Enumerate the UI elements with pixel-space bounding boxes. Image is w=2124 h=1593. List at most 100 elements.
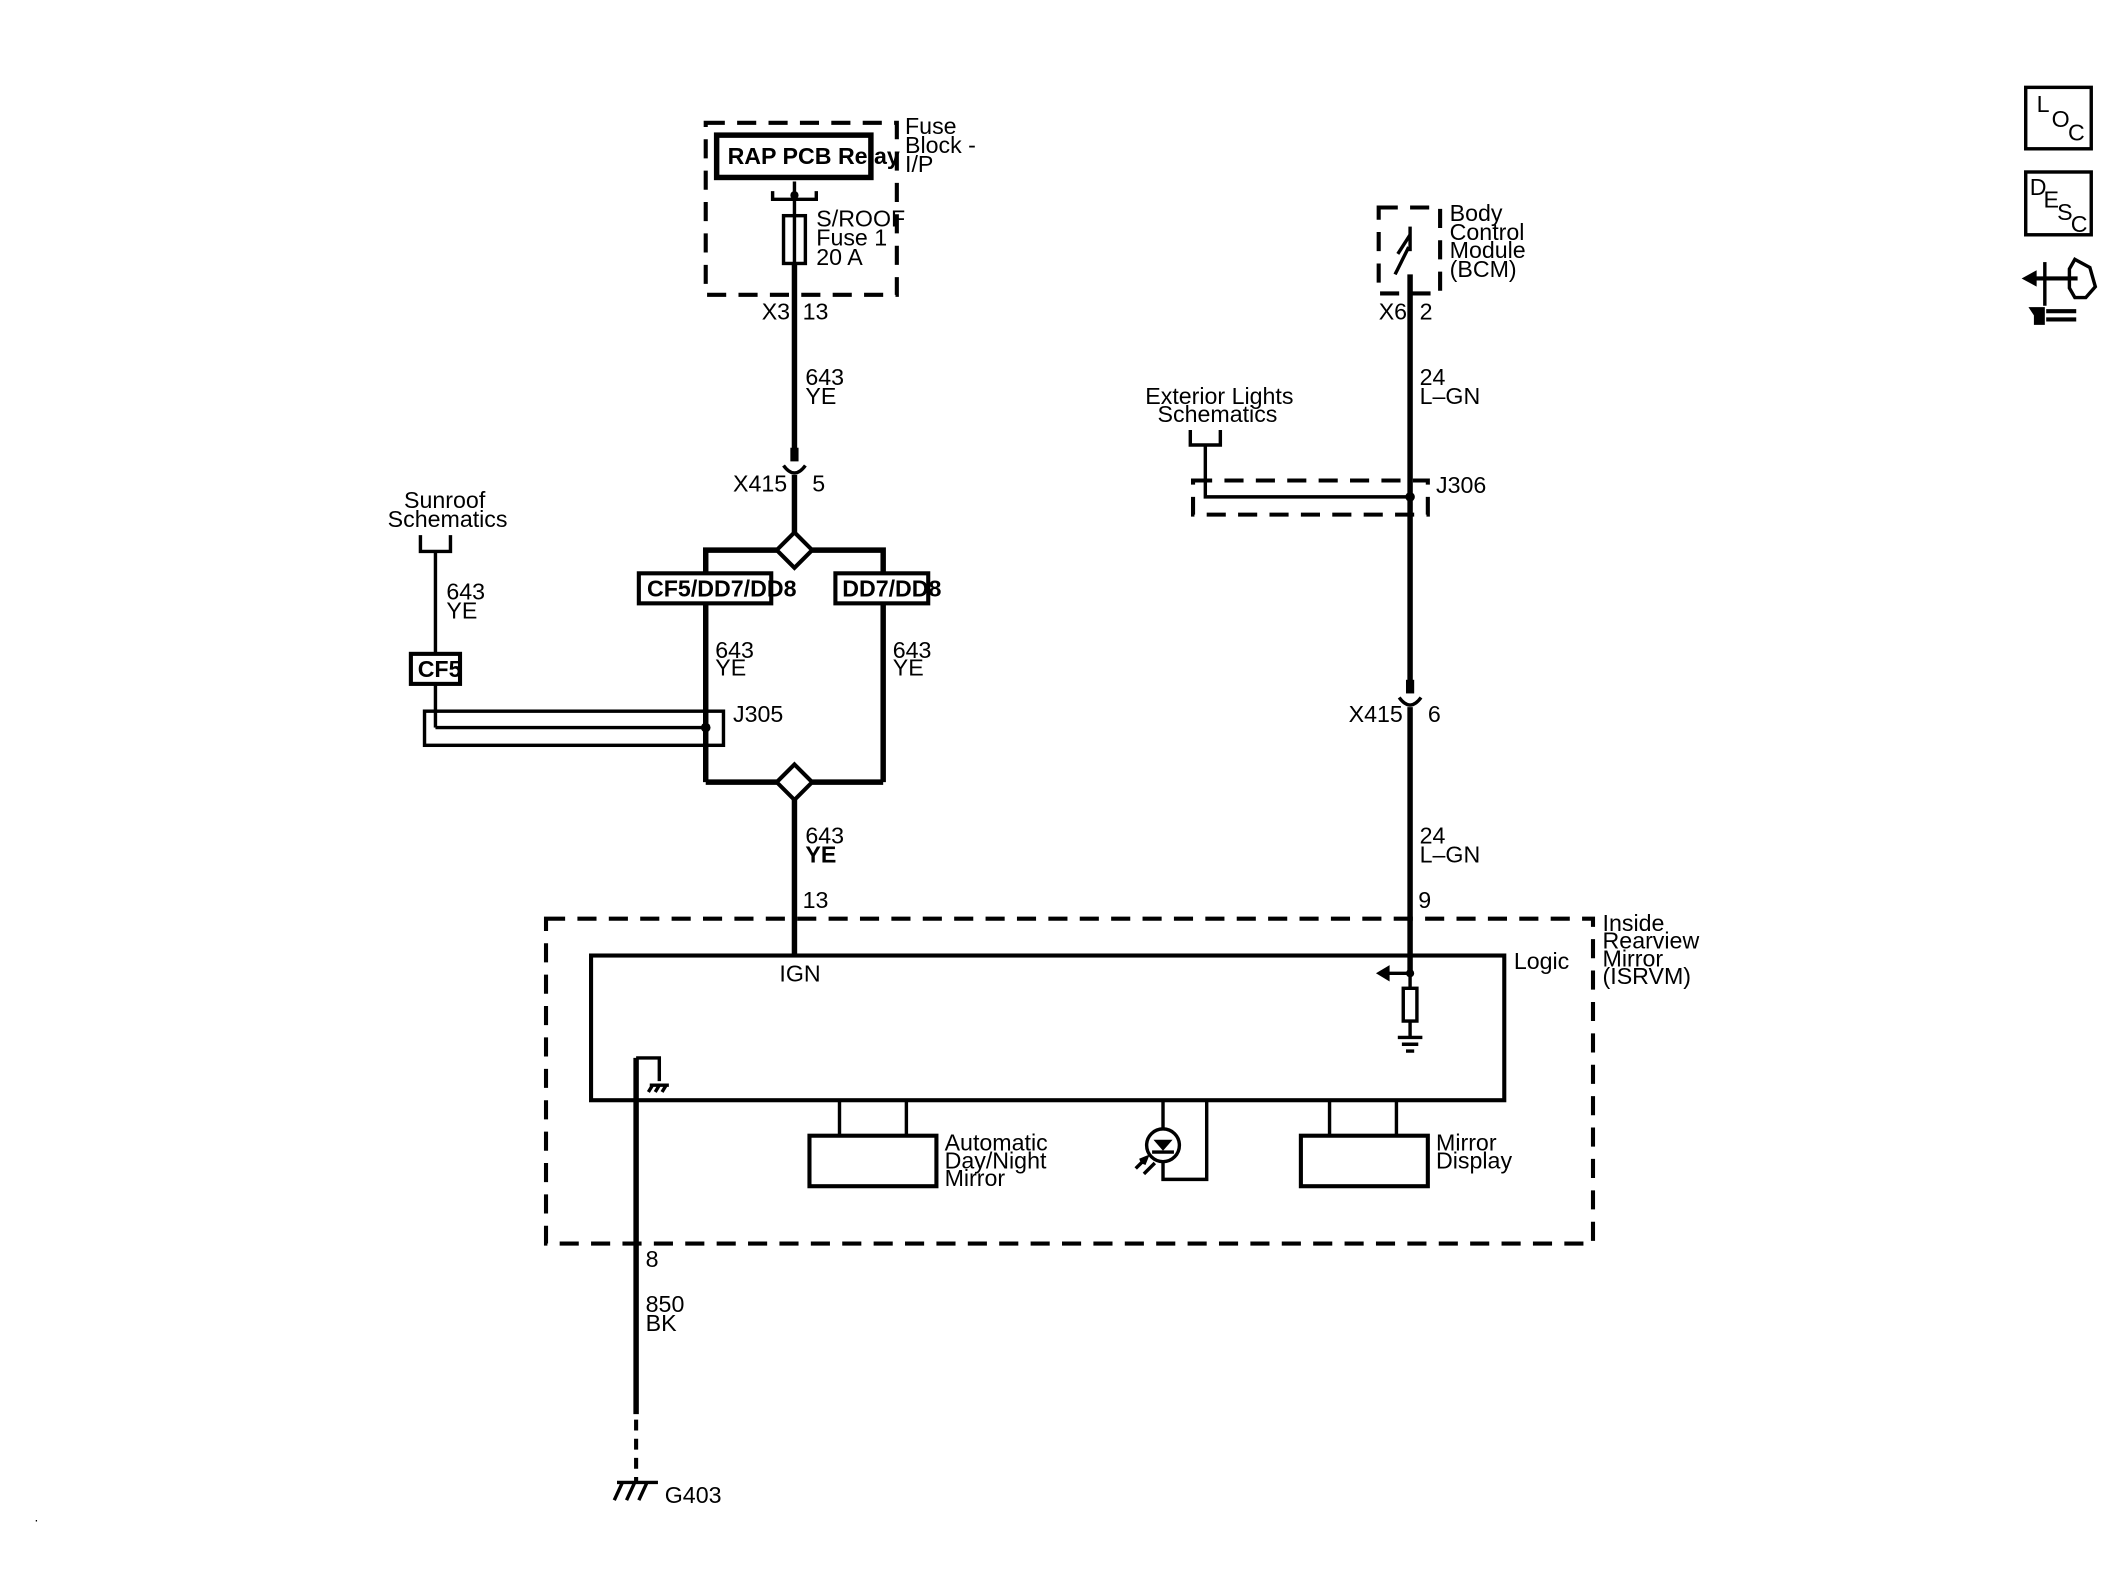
bcm-connector: X6 xyxy=(1379,298,1407,324)
desc-button[interactable]: D E S C xyxy=(2024,170,2093,237)
option-box-left xyxy=(636,571,774,606)
mirror-display-2: Display xyxy=(1436,1147,1512,1173)
bcm-switch-icon xyxy=(1396,233,1412,255)
bcm-name-1: Body xyxy=(1450,200,1503,226)
bcm-name-3: Module xyxy=(1450,237,1526,263)
fuse-block: RAP PCB Relay Fuse Block - I/P S/ROOF Fu… xyxy=(703,113,976,324)
chassis-ground-icon xyxy=(646,1083,669,1093)
loc-button[interactable]: L O C xyxy=(2024,85,2093,151)
auto-dimming-3: Mirror xyxy=(945,1165,1006,1191)
option-left-label: CF5/DD7/DD8 xyxy=(647,576,797,602)
mirror-pin-ign: 13 xyxy=(803,887,829,913)
photodiode-icon xyxy=(1134,1127,1182,1176)
relay-label: RAP PCB Relay xyxy=(728,143,900,169)
logic-input-arrow-icon xyxy=(1375,965,1390,982)
fuse-block-name-2: Block - xyxy=(905,132,976,158)
wire-643-upper-circuit: 643 xyxy=(805,364,844,390)
mirror-name-4: (ISRVM) xyxy=(1603,963,1691,989)
desc-e: E xyxy=(2043,186,2058,212)
connector-tool-button[interactable] xyxy=(2021,257,2098,325)
mirror-display-box xyxy=(1298,1133,1430,1189)
g403-label: G403 xyxy=(665,1482,722,1508)
pullup-resistor-icon xyxy=(1401,986,1419,1023)
splice-j306: J306 xyxy=(1190,472,1486,517)
bcm-name-2: Control xyxy=(1450,219,1525,245)
wire-850-circuit: 850 xyxy=(646,1291,685,1317)
logic-label: Logic xyxy=(1514,948,1569,974)
wire-24-upper-circuit: 24 xyxy=(1420,364,1446,390)
option-right-label: DD7/DD8 xyxy=(842,576,941,602)
sunroof-reference: Sunroof Schematics 643 YE CF5 xyxy=(388,487,508,728)
mirror-pin-logic: 9 xyxy=(1418,887,1431,913)
wire-24-lower-circuit: 24 xyxy=(1420,823,1446,849)
fuse-label-3: 20 A xyxy=(816,244,863,270)
logic-ground-icon xyxy=(1397,1035,1423,1053)
desc-s: S xyxy=(2057,199,2072,225)
wire-24-upper-color: L–GN xyxy=(1420,383,1481,409)
mirror-display-1: Mirror xyxy=(1436,1130,1497,1156)
splice-j305: J305 xyxy=(422,701,783,748)
loc-l: L xyxy=(2037,91,2050,117)
j306-label: J306 xyxy=(1436,472,1486,498)
bcm: Body Control Module (BCM) X6 2 xyxy=(1376,200,1526,324)
sunroof-wire-circuit: 643 xyxy=(446,578,485,604)
fuse-connector: X3 xyxy=(762,298,790,324)
exterior-lights-reference: Exterior Lights Schematics xyxy=(1145,383,1411,499)
corner-mark: · xyxy=(34,1513,39,1528)
left-branch-color: YE xyxy=(715,655,746,681)
ign-label: IGN xyxy=(779,960,820,986)
wire-850-color: BK xyxy=(646,1310,677,1336)
auto-dimming-2: Day/Night xyxy=(945,1147,1047,1173)
desc-button-frame xyxy=(2024,170,2093,237)
inside-rearview-mirror: Inside Rearview Mirror (ISRVM) IGN Logic… xyxy=(543,910,1700,1246)
fuse-block-outline xyxy=(703,120,899,297)
bcm-outline xyxy=(1376,205,1443,296)
loc-button-frame xyxy=(2024,85,2093,151)
j305-label: J305 xyxy=(733,701,783,727)
auto-dimming-1: Automatic xyxy=(945,1130,1048,1156)
relay-contact-dot xyxy=(790,191,799,200)
auto-dimming-box xyxy=(807,1133,939,1189)
branch-diamond-lower xyxy=(773,761,816,803)
ext-lights-ref-1: Exterior Lights xyxy=(1145,383,1293,409)
left-branch-circuit: 643 xyxy=(715,637,754,663)
fuse-pin: 13 xyxy=(803,298,829,324)
mirror-outline xyxy=(543,916,1596,1246)
ground-g403-icon xyxy=(612,1480,658,1501)
fuse-label-1: S/ROOF xyxy=(816,206,905,232)
right-branch-color: YE xyxy=(893,655,924,681)
loc-o: O xyxy=(2052,106,2070,132)
wire-643-lower-circuit: 643 xyxy=(805,823,844,849)
bcm-name-4: (BCM) xyxy=(1450,256,1517,282)
mirror-name-2: Rearview xyxy=(1603,928,1700,954)
x415-right-pin: 6 xyxy=(1428,701,1441,727)
connector-x415-right: X415 6 xyxy=(1349,679,1441,727)
wire-24-lower-color: L–GN xyxy=(1420,842,1481,868)
x415-left-pin: 5 xyxy=(812,470,825,496)
fuse-block-name-1: Fuse xyxy=(905,113,957,139)
branch-diamond-upper xyxy=(773,529,816,571)
sunroof-ref-arrow xyxy=(418,535,453,656)
sunroof-wire-color: YE xyxy=(446,597,477,623)
branch-wires-upper xyxy=(702,547,886,574)
ext-lights-ref-2: Schematics xyxy=(1158,401,1278,427)
x415-right-label: X415 xyxy=(1349,701,1403,727)
wire-643-lower-color: YE xyxy=(805,842,836,868)
relay-box xyxy=(713,132,874,181)
desc-d: D xyxy=(2030,174,2047,200)
mirror-pin-ground: 8 xyxy=(646,1246,659,1272)
ext-lights-ref-arrow xyxy=(1188,429,1411,499)
sunroof-option-label: CF5 xyxy=(418,656,462,682)
x415-left-label: X415 xyxy=(733,470,787,496)
sunroof-ref-2: Schematics xyxy=(388,506,508,532)
photo-sensor-wiring xyxy=(1161,1100,1209,1182)
bcm-pin: 2 xyxy=(1420,298,1433,324)
fuse-label-2: Fuse 1 xyxy=(816,225,887,251)
mirror-name-3: Mirror xyxy=(1603,945,1664,971)
desc-c: C xyxy=(2071,211,2088,237)
ground-g403: G403 xyxy=(612,1480,722,1508)
connector-x415-left: X415 5 xyxy=(733,447,825,496)
wire-643-upper-color: YE xyxy=(805,383,836,409)
right-branch-circuit: 643 xyxy=(893,637,932,663)
